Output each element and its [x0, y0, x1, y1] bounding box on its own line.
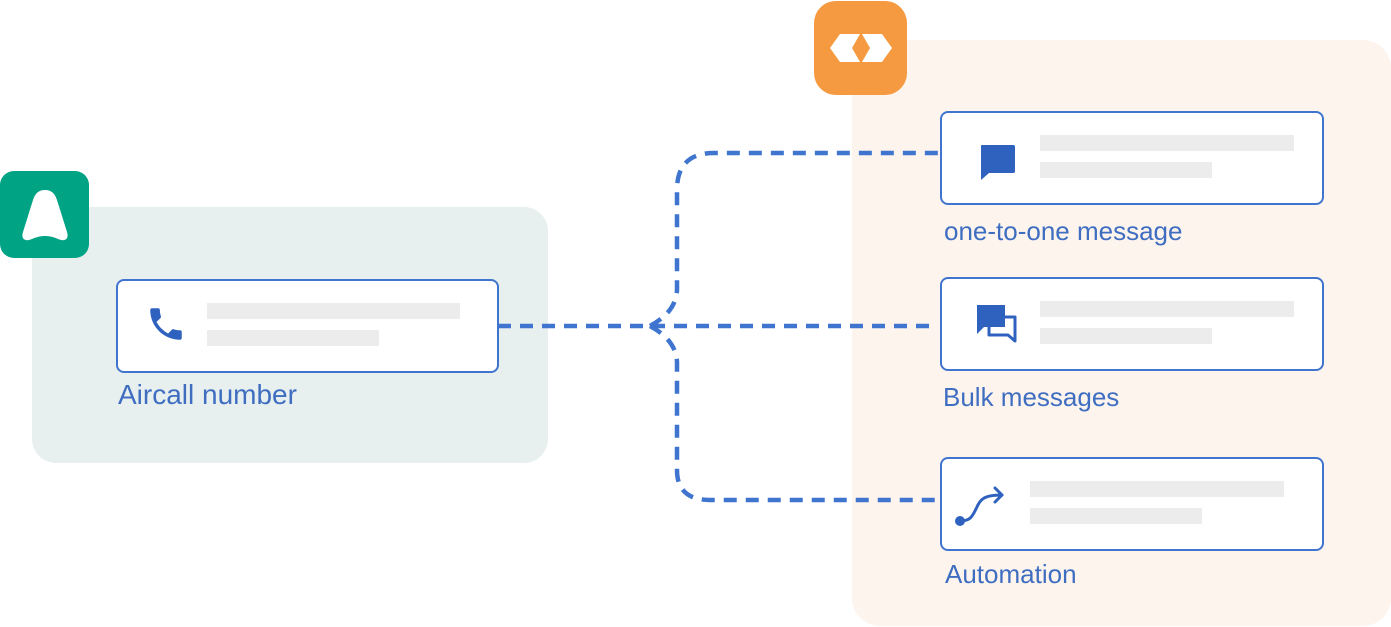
- phone-icon: [144, 301, 188, 347]
- aircall-number-card: [116, 279, 499, 373]
- chat-bubble-icon: [975, 142, 1019, 182]
- automation-card: [940, 457, 1324, 551]
- placeholder-line: [207, 330, 379, 346]
- aircall-logo-icon: [0, 171, 89, 258]
- placeholder-line: [1030, 481, 1284, 497]
- placeholder-line: [1040, 301, 1294, 317]
- placeholder-line: [1040, 328, 1212, 344]
- bulk-messages-label: Bulk messages: [943, 382, 1120, 412]
- connector-to-automation: [648, 324, 938, 503]
- placeholder-line: [1040, 135, 1294, 151]
- workflow-arrow-icon: [952, 481, 1008, 529]
- aircall-number-label: Aircall number: [118, 379, 297, 410]
- connector-to-one-to-one: [648, 150, 938, 328]
- placeholder-line: [207, 303, 460, 319]
- automation-label: Automation: [945, 559, 1077, 589]
- placeholder-line: [1030, 508, 1202, 524]
- bulk-messages-card: [940, 277, 1324, 371]
- one-to-one-message-label: one-to-one message: [944, 216, 1183, 246]
- partner-logo-icon: [814, 1, 907, 95]
- one-to-one-message-card: [940, 111, 1324, 205]
- chat-bubbles-icon: [975, 302, 1019, 346]
- placeholder-line: [1040, 162, 1212, 178]
